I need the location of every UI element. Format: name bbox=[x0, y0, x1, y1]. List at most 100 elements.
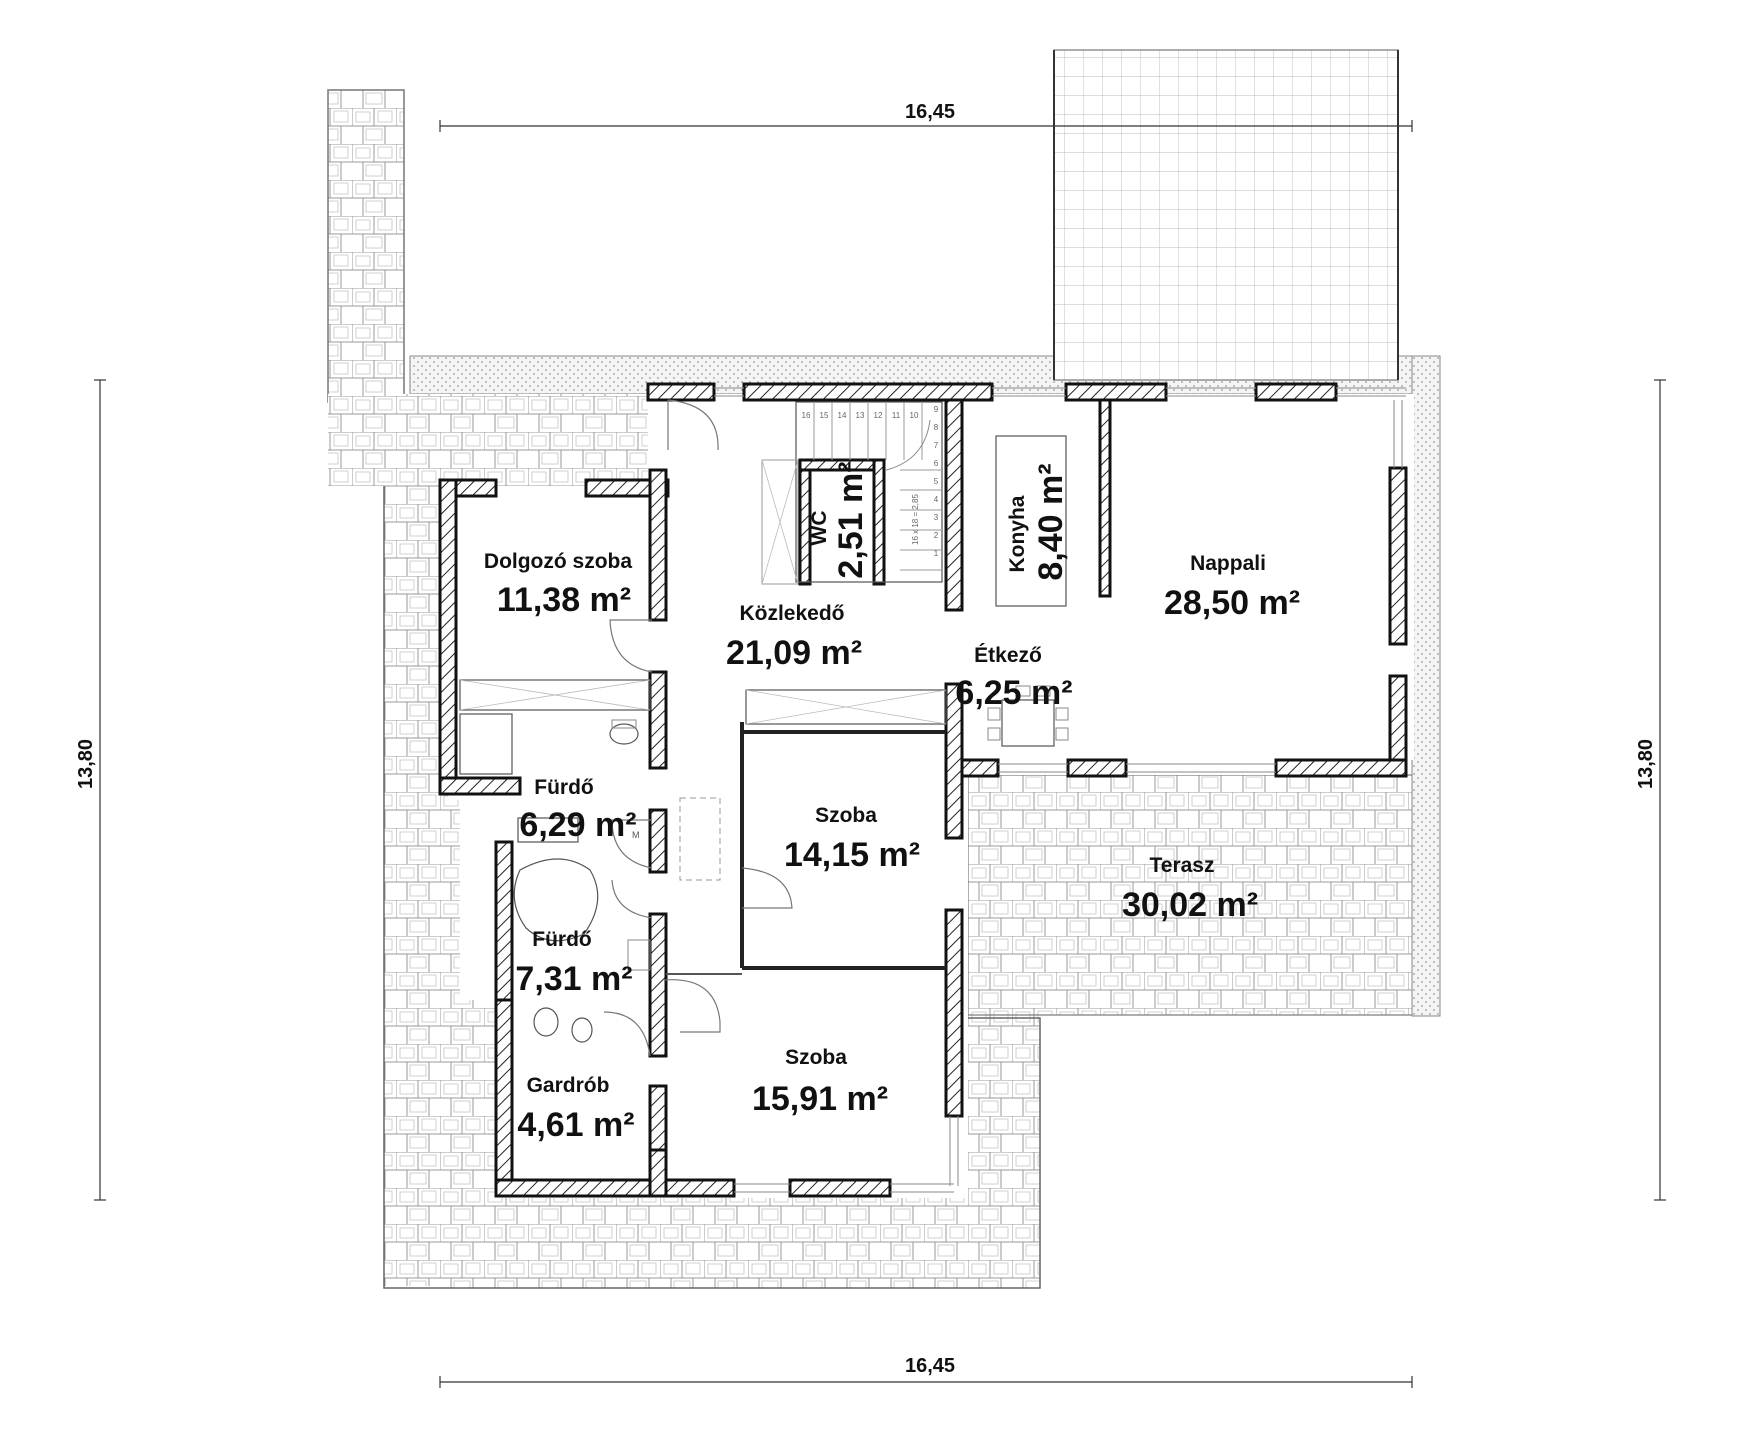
dim-bottom-width: 16,45 bbox=[905, 1355, 955, 1377]
stair-step-number: 16 bbox=[802, 411, 811, 420]
room-name-etkezo: Étkező bbox=[974, 644, 1042, 667]
wall-top-1 bbox=[646, 382, 716, 402]
wall-wc-right bbox=[872, 458, 886, 586]
kitchen-counter bbox=[995, 435, 1067, 607]
stair-step-number: 3 bbox=[934, 513, 939, 522]
stair-outline bbox=[795, 401, 943, 583]
room-area-terasz: 30,02 m² bbox=[1122, 886, 1258, 924]
wall-living-bottom-1 bbox=[1066, 758, 1128, 778]
doors bbox=[603, 399, 793, 1057]
garden-strip-right bbox=[1411, 355, 1441, 1017]
stair-note: 16 x 18 = 2,85 bbox=[911, 494, 920, 545]
wall-bath1-bottom bbox=[438, 776, 522, 796]
wall-office-left bbox=[438, 478, 458, 796]
room-name-nappali: Nappali bbox=[1190, 552, 1266, 575]
room-name-gardrob: Gardrób bbox=[527, 1074, 610, 1097]
room-area-furdo2: 7,31 m² bbox=[515, 960, 632, 998]
room-area-nappali: 28,50 m² bbox=[1164, 584, 1300, 622]
exterior-paving bbox=[327, 49, 1441, 1289]
room-area-kozlekedo: 21,09 m² bbox=[726, 634, 862, 672]
room-name-szoba2: Szoba bbox=[785, 1046, 847, 1069]
wall-right-1 bbox=[1388, 466, 1408, 646]
stair-step-number: 4 bbox=[934, 495, 939, 504]
terrace-paving bbox=[967, 774, 1417, 1016]
room-area-etkezo: 6,25 m² bbox=[955, 674, 1072, 712]
room-area-dolgozo: 11,38 m² bbox=[497, 581, 631, 619]
dining-table bbox=[987, 685, 1069, 747]
wall-kitchen-living bbox=[1098, 398, 1112, 598]
toilet-1 bbox=[609, 723, 639, 745]
interior bbox=[460, 394, 1414, 1186]
paving-outline bbox=[383, 486, 1041, 1289]
room-labels: Dolgozó szoba 11,38 m² Közlekedő 21,09 m… bbox=[484, 461, 1300, 1144]
office-wardrobe bbox=[459, 679, 651, 711]
shower bbox=[459, 713, 513, 775]
washer-mark: M bbox=[632, 830, 640, 840]
bidet bbox=[571, 1017, 593, 1043]
toilet-2 bbox=[533, 1007, 559, 1037]
stair-step-number: 6 bbox=[934, 459, 939, 468]
room-area-szoba2: 15,91 m² bbox=[752, 1080, 888, 1118]
stair-step-number: 9 bbox=[934, 405, 939, 414]
stair-step-number: 10 bbox=[910, 411, 919, 420]
wall-office-top-2 bbox=[584, 478, 670, 498]
wall-bottom-left-corner bbox=[648, 1148, 668, 1198]
stair-step-number: 11 bbox=[892, 411, 901, 420]
stair-step-number: 7 bbox=[934, 441, 939, 450]
room-name-kozlekedo: Közlekedő bbox=[739, 602, 844, 625]
wall-wardrobe-left bbox=[494, 998, 514, 1198]
stair-step-number: 15 bbox=[820, 411, 829, 420]
wall-top-4 bbox=[1254, 382, 1338, 402]
stair-step-number: 13 bbox=[856, 411, 865, 420]
stair-step-number: 8 bbox=[934, 423, 939, 432]
windows bbox=[714, 387, 1406, 1193]
bath2-fixtures bbox=[513, 858, 651, 1043]
dim-right-height: 13,80 bbox=[1635, 739, 1657, 789]
room-area-szoba1: 14,15 m² bbox=[784, 836, 920, 874]
room-area-konyha: 8,40 m² bbox=[1032, 463, 1070, 580]
paving-bottom bbox=[440, 1198, 1040, 1288]
stair-step-number: 1 bbox=[934, 549, 939, 558]
room-name-furdo1: Fürdő bbox=[534, 776, 593, 799]
wall-corridor-right-1 bbox=[944, 682, 964, 840]
stair-step-number: 14 bbox=[838, 411, 847, 420]
paving-left-side bbox=[384, 486, 448, 1286]
room-name-dolgozo: Dolgozó szoba bbox=[484, 550, 632, 573]
stair-void bbox=[761, 459, 799, 585]
wall-top-2 bbox=[742, 382, 994, 402]
room-name-furdo2: Fürdő bbox=[532, 928, 591, 951]
stair: 16 x 18 = 2,85 bbox=[761, 401, 943, 585]
dim-left-height: 13,80 bbox=[75, 739, 97, 789]
paving-bottom-right bbox=[968, 1000, 1040, 1288]
room-name-konyha: Konyha bbox=[1006, 495, 1029, 572]
room-name-szoba1: Szoba bbox=[815, 804, 877, 827]
room-name-terasz: Terasz bbox=[1150, 854, 1215, 877]
paving-left-top bbox=[328, 394, 648, 486]
stair-treads bbox=[813, 402, 942, 571]
bathtub bbox=[513, 858, 599, 942]
wall-living-bottom-2 bbox=[1274, 758, 1408, 778]
dim-top-width: 16,45 bbox=[905, 101, 955, 123]
stair-curve bbox=[885, 419, 931, 471]
wall-kitchen-stair bbox=[944, 398, 964, 612]
stair-step-number: 12 bbox=[874, 411, 883, 420]
wall-bath1-right-lower bbox=[648, 808, 668, 874]
stair-step-number: 2 bbox=[934, 531, 939, 540]
wall-bottom-2 bbox=[788, 1178, 892, 1198]
wall-corridor-right-2 bbox=[944, 908, 964, 1118]
stair-step-number: 5 bbox=[934, 477, 939, 486]
interior-floor bbox=[460, 394, 1414, 1186]
entrance-steps bbox=[327, 89, 405, 403]
corridor-wardrobe bbox=[679, 689, 947, 881]
room-area-furdo1: 6,29 m² bbox=[519, 806, 636, 844]
wall-top-3 bbox=[1064, 382, 1168, 402]
deck-grid bbox=[1053, 49, 1399, 381]
walls bbox=[438, 382, 1408, 1198]
room-name-wc: WC bbox=[808, 511, 831, 546]
dimension-lines bbox=[94, 120, 1666, 1388]
wall-office-right bbox=[648, 468, 668, 622]
bath1-fixtures: M bbox=[459, 713, 640, 843]
wall-bath2-right bbox=[648, 912, 668, 1058]
room-area-wc: 2,51 m² bbox=[832, 461, 870, 578]
